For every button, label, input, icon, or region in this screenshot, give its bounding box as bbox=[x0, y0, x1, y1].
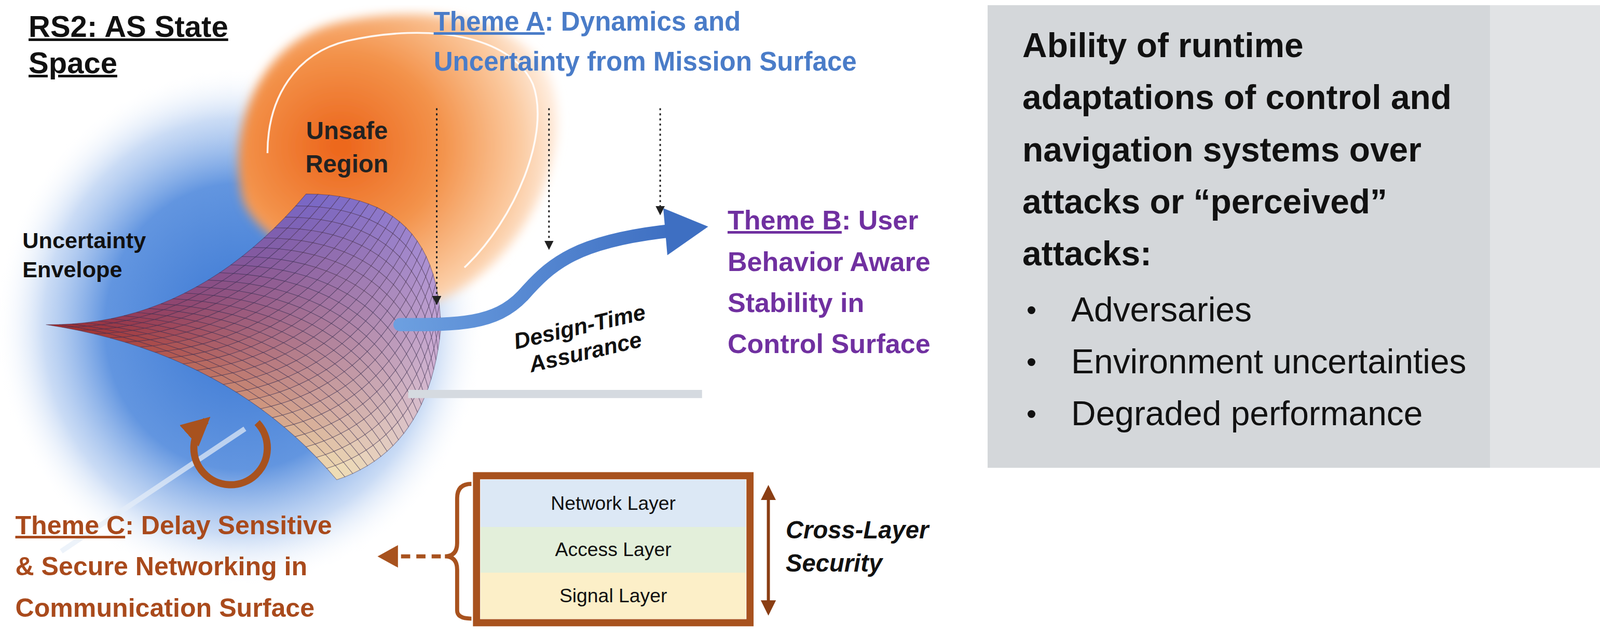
theme-heading: Theme B bbox=[727, 204, 842, 236]
grey-axis-line bbox=[407, 389, 702, 399]
layer-label: Signal Layer bbox=[559, 583, 668, 608]
envelope-label: Uncertainty Envelope bbox=[22, 226, 176, 284]
dashed-arrowhead bbox=[377, 544, 398, 568]
dashed-arrow bbox=[395, 554, 442, 559]
envelope-label-box: Uncertainty Envelope bbox=[22, 226, 176, 284]
bullet-item: Adversaries bbox=[1071, 283, 1580, 336]
info-panel: Ability of runtime adaptations of contro… bbox=[987, 5, 1600, 468]
layer-label: Network Layer bbox=[550, 491, 676, 515]
theme-heading: Theme A bbox=[433, 6, 545, 37]
curly-brace bbox=[444, 483, 472, 619]
security-label: Cross-Layer Security bbox=[785, 513, 939, 580]
theme-b-block: Theme B: User Behavior Aware Stability i… bbox=[727, 199, 961, 365]
dotted-arrow bbox=[659, 107, 662, 214]
layer-box: Access Layer bbox=[480, 526, 746, 573]
section-title: RS2: AS State Space bbox=[28, 8, 279, 82]
layer-box: Signal Layer bbox=[480, 572, 746, 619]
region-label: Unsafe Region bbox=[285, 114, 409, 181]
dotted-arrow bbox=[548, 107, 550, 249]
trajectory-arrowhead bbox=[663, 208, 709, 255]
theme-heading: Theme C bbox=[15, 510, 126, 540]
theme-c-block: Theme C: Delay Sensitive & Secure Networ… bbox=[15, 504, 347, 629]
theme-a-block: Theme A: Dynamics and Uncertainty from M… bbox=[433, 2, 878, 82]
text-holder: Unsafe Region bbox=[285, 114, 409, 181]
bullet-item: Degraded performance bbox=[1071, 387, 1580, 440]
section-title-box: RS2: AS State Space bbox=[28, 8, 279, 82]
assurance-label-box: Design-Time Assurance bbox=[497, 295, 668, 384]
layer-box: Network Layer bbox=[480, 479, 746, 527]
double-arrow bbox=[767, 487, 771, 613]
assurance-label: Design-Time Assurance bbox=[497, 295, 668, 384]
security-label-box: Cross-Layer Security bbox=[785, 513, 939, 580]
panel-heading: Ability of runtime adaptations of contro… bbox=[1022, 19, 1472, 280]
dotted-arrow bbox=[435, 107, 438, 305]
bullet-item: Environment uncertainties bbox=[1071, 335, 1580, 388]
layer-stack-frame bbox=[476, 475, 750, 623]
cycle-arrow bbox=[194, 420, 268, 485]
layer-label: Access Layer bbox=[555, 537, 672, 562]
